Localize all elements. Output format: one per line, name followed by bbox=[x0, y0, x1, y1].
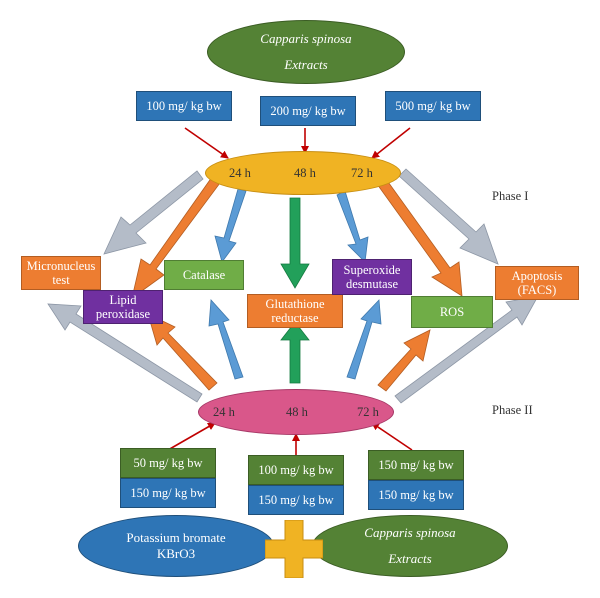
outcome-lipid: Lipid peroxidase bbox=[83, 290, 163, 324]
dose-arrow-group3 bbox=[371, 422, 413, 451]
bromate-formula: KBrO3 bbox=[156, 546, 196, 561]
phase1-time-72: 72 h bbox=[351, 166, 373, 180]
dose-group3-top: 150 mg/ kg bw bbox=[368, 450, 464, 480]
phase2-time-72: 72 h bbox=[357, 405, 379, 419]
arrow-to-ros bbox=[376, 178, 463, 297]
bromate-ellipse: Potassium bromate KBrO3 bbox=[78, 515, 274, 577]
arrow-up-micronucleus bbox=[47, 303, 203, 403]
arrow-up-superoxide bbox=[346, 299, 382, 380]
dose-arrow-group1 bbox=[167, 422, 216, 451]
dose-box-200: 200 mg/ kg bw bbox=[260, 96, 356, 126]
dose-group2-top: 100 mg/ kg bw bbox=[248, 455, 344, 485]
bottom-extract-species: Capparis spinosa bbox=[364, 525, 456, 540]
phase2-time-24: 24 h bbox=[213, 405, 235, 419]
arrow-to-apoptosis bbox=[398, 168, 499, 265]
outcome-ros: ROS bbox=[411, 296, 493, 328]
phase1-label: Phase I bbox=[492, 189, 529, 203]
arrow-to-glutathione bbox=[280, 197, 310, 289]
arrow-up-glutathione bbox=[280, 321, 310, 384]
top-extract-species: Capparis spinosa bbox=[260, 31, 352, 46]
bottom-extract-ellipse: Capparis spinosa Extracts bbox=[312, 515, 508, 577]
phase2-time-48: 48 h bbox=[286, 405, 308, 419]
outcome-superoxide: Superoxide desmutase bbox=[332, 259, 412, 295]
top-extract-label: Extracts bbox=[284, 57, 328, 72]
bottom-extract-label: Extracts bbox=[388, 551, 432, 566]
outcome-micronucleus: Micronucleus test bbox=[21, 256, 101, 290]
dose-group1-bottom: 150 mg/ kg bw bbox=[120, 478, 216, 508]
outcome-glutathione: Glutathione reductase bbox=[247, 294, 343, 328]
dose-arrow-100 bbox=[184, 127, 229, 159]
plus-icon bbox=[265, 520, 323, 578]
top-extract-ellipse: Capparis spinosa Extracts bbox=[207, 20, 405, 84]
phase1-time-48: 48 h bbox=[294, 166, 316, 180]
dose-box-500: 500 mg/ kg bw bbox=[385, 91, 481, 121]
dose-box-100: 100 mg/ kg bw bbox=[136, 91, 232, 121]
dose-arrow-500 bbox=[371, 127, 411, 159]
arrow-up-ros bbox=[377, 329, 431, 392]
arrow-to-catalase bbox=[214, 188, 247, 263]
dose-group1-top: 50 mg/ kg bw bbox=[120, 448, 216, 478]
outcome-catalase: Catalase bbox=[164, 260, 244, 290]
phase1-time-24: 24 h bbox=[229, 166, 251, 180]
dose-group2-bottom: 150 mg/ kg bw bbox=[248, 485, 344, 515]
phase2-label: Phase II bbox=[492, 403, 533, 417]
outcome-apoptosis: Apoptosis (FACS) bbox=[495, 266, 579, 300]
arrow-to-superoxide bbox=[336, 190, 369, 263]
arrow-up-apoptosis bbox=[394, 295, 539, 404]
arrow-to-lipid bbox=[131, 176, 221, 299]
arrow-up-lipid bbox=[147, 313, 218, 391]
bromate-name: Potassium bromate bbox=[126, 530, 226, 545]
phase1-time-ellipse bbox=[205, 151, 401, 195]
dose-group3-bottom: 150 mg/ kg bw bbox=[368, 480, 464, 510]
arrow-to-micronucleus bbox=[103, 170, 204, 255]
arrow-up-catalase bbox=[208, 299, 244, 380]
phase2-time-ellipse bbox=[198, 389, 394, 435]
